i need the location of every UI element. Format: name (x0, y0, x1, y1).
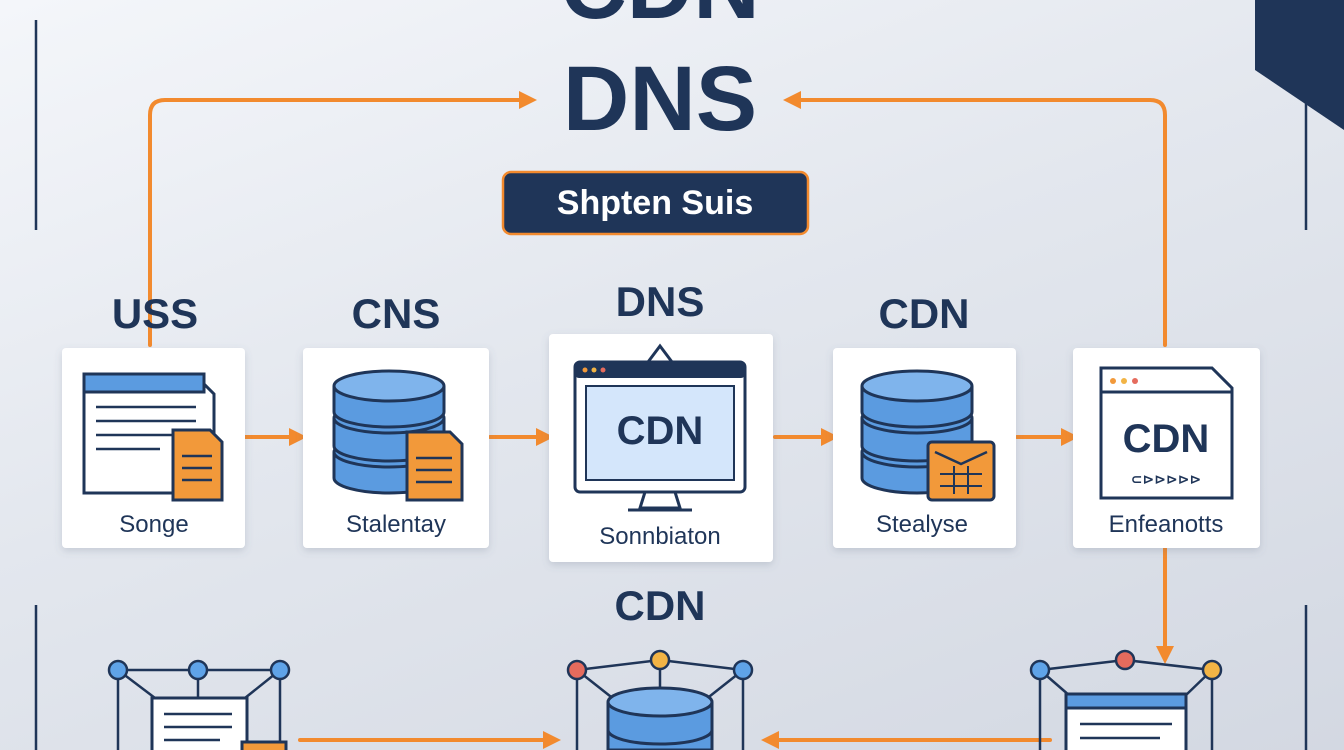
monitor-screen-text: CDN (617, 409, 704, 453)
document-icon (82, 372, 224, 502)
browser-code-text: ⊂⊳⊳⊳⊳⊳ (1131, 471, 1201, 487)
arrow-uss-to-dns (148, 91, 537, 347)
node-4-heading: CDN (879, 290, 970, 337)
bottom-left-network-icon (107, 659, 291, 750)
node-4-label: Stealyse (876, 511, 968, 538)
browser-window-icon: CDN ⊂⊳⊳⊳⊳⊳ (1099, 366, 1234, 500)
title-top: CDN (560, 0, 759, 38)
monitor-icon: CDN (573, 343, 747, 512)
arrow-endpoint-to-dns (783, 91, 1167, 347)
calendar-icon (926, 440, 996, 502)
orange-document-icon (405, 430, 464, 502)
node-2-label: Stalentay (346, 511, 446, 538)
bottom-right-network-icon (1029, 649, 1223, 750)
flow-arrows (148, 91, 1174, 749)
node-3-heading: DNS (616, 278, 705, 325)
node-card-2: Stalentay (303, 348, 489, 548)
browser-screen-text: CDN (1123, 417, 1210, 461)
bottom-heading: CDN (615, 582, 706, 629)
node-3-label: Sonnbiaton (599, 523, 720, 550)
node-card-1: Songe (62, 348, 245, 548)
node-2-heading: CNS (352, 290, 441, 337)
node-card-3: CDN Sonnbiaton (549, 334, 773, 562)
node-1-heading: USS (112, 290, 198, 337)
node-1-label: Songe (119, 511, 188, 538)
node-card-4: Stealyse (833, 348, 1016, 548)
subtitle-badge-label: Shpten Suis (557, 184, 753, 222)
title-main: DNS (563, 48, 757, 150)
node-card-5: CDN ⊂⊳⊳⊳⊳⊳ Enfeanotts (1073, 348, 1260, 548)
node-5-label: Enfeanotts (1109, 511, 1224, 538)
subtitle-badge: Shpten Suis (501, 170, 810, 236)
bottom-center-network-icon (566, 649, 754, 750)
corner-ribbon (1255, 0, 1344, 130)
